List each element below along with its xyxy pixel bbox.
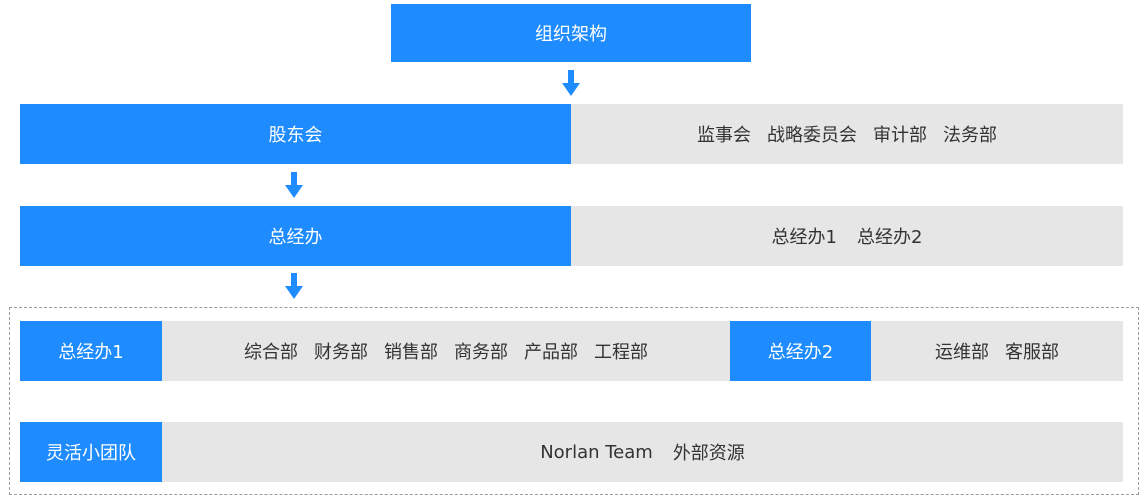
- general-office-2-departments: 运维部 客服部: [871, 321, 1123, 381]
- department-item: 工程部: [594, 342, 648, 363]
- department-item: 销售部: [384, 342, 438, 363]
- flexible-team-label: 灵活小团队: [46, 443, 136, 464]
- general-office-2-label: 总经办2: [767, 342, 834, 363]
- shareholders-label: 股东会: [268, 125, 323, 146]
- arrow-down-icon: [285, 273, 303, 299]
- general-office-sub-box: 总经办1 总经办2: [571, 206, 1123, 266]
- flexible-team-box: 灵活小团队: [20, 422, 162, 482]
- general-office-1-departments: 综合部 财务部 销售部 商务部 产品部 工程部: [162, 321, 730, 381]
- general-office-label: 总经办: [268, 227, 323, 248]
- oversight-item: 监事会: [697, 125, 751, 146]
- flexible-team-items: Norlan Team 外部资源: [162, 422, 1123, 482]
- arrow-down-icon: [562, 70, 580, 96]
- department-item: 产品部: [524, 342, 578, 363]
- org-structure-title: 组织架构: [535, 24, 607, 45]
- department-item: 商务部: [454, 342, 508, 363]
- general-office-2-box: 总经办2: [730, 321, 871, 381]
- department-item: 客服部: [1005, 342, 1059, 363]
- department-item: 财务部: [314, 342, 368, 363]
- general-office-1-label: 总经办1: [58, 342, 124, 363]
- shareholders-box: 股东会: [20, 104, 571, 164]
- org-structure-title-box: 组织架构: [391, 4, 751, 62]
- general-office-sub-item: 总经办2: [857, 227, 923, 248]
- department-item: 运维部: [935, 342, 989, 363]
- general-office-sub-item: 总经办1: [771, 227, 837, 248]
- team-item: 外部资源: [672, 443, 745, 464]
- arrow-down-icon: [285, 172, 303, 198]
- team-item: Norlan Team: [540, 441, 653, 463]
- departments-frame: [9, 307, 1139, 495]
- oversight-item: 法务部: [943, 125, 997, 146]
- general-office-box: 总经办: [20, 206, 571, 266]
- general-office-1-box: 总经办1: [20, 321, 162, 381]
- department-item: 综合部: [244, 342, 298, 363]
- oversight-box: 监事会 战略委员会 审计部 法务部: [571, 104, 1123, 164]
- oversight-item: 审计部: [873, 125, 927, 146]
- oversight-item: 战略委员会: [767, 125, 857, 146]
